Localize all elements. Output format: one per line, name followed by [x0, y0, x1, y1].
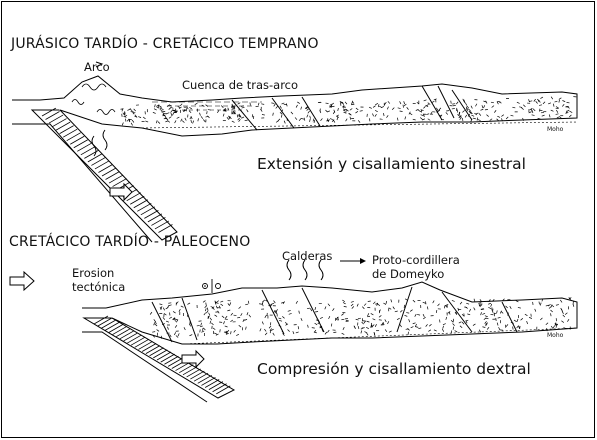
bottom-panel-caption: Compresión y cisallamiento dextral	[257, 360, 531, 378]
top-moho-label: Moho	[547, 126, 564, 133]
bottom-cross-section	[9, 258, 578, 403]
arc-label: Arco	[84, 60, 110, 74]
bottom-moho-label: Moho	[547, 332, 564, 339]
top-panel-title: JURÁSICO TARDÍO - CRETÁCICO TEMPRANO	[11, 36, 319, 52]
top-cross-section	[12, 61, 578, 243]
back-arc-basin-label: Cuenca de tras-arco	[182, 78, 299, 92]
top-panel-caption: Extensión y cisallamiento sinestral	[257, 155, 526, 173]
bottom-oceanic-plate	[82, 315, 236, 399]
bottom-panel-title: CRETÁCICO TARDÍO - PALEOCENO	[9, 234, 251, 250]
erosion-label-line1: Erosion	[72, 266, 115, 280]
top-oceanic-plate	[30, 107, 178, 241]
calderas-label: Calderas	[282, 249, 333, 263]
proto-cordillera-label-line2: de Domeyko	[372, 267, 445, 281]
proto-cordillera-label-line1: Proto-cordillera	[372, 253, 460, 267]
erosion-label-line2: tectónica	[72, 280, 126, 294]
